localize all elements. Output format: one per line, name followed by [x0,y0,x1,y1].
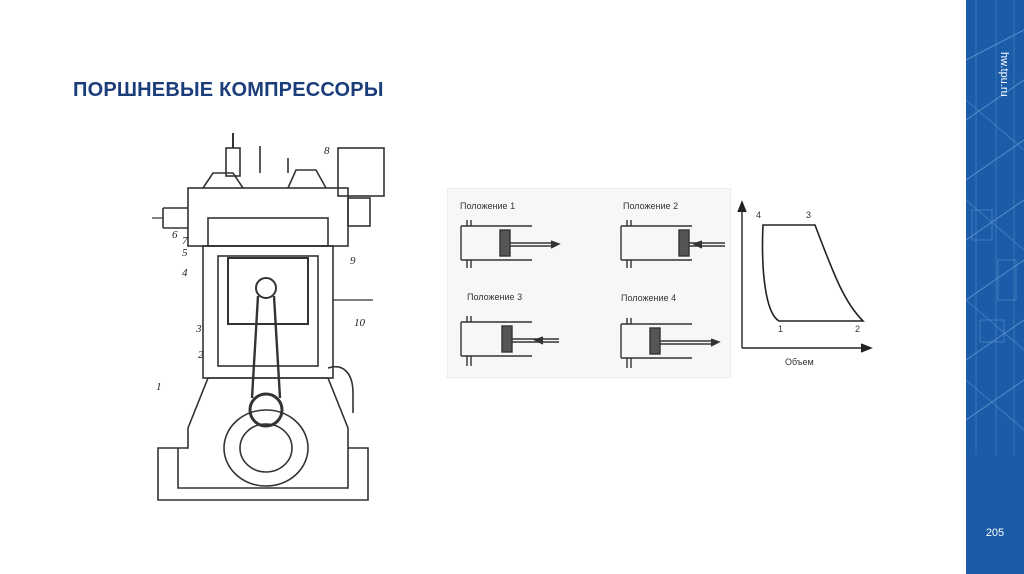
position-label-1: Положение 1 [460,201,515,211]
sidebar [966,0,1024,574]
part-label-9: 9 [350,255,356,267]
pv-point-3: 3 [806,210,811,220]
page-title: ПОРШНЕВЫЕ КОМПРЕССОРЫ [73,79,384,101]
site-url: hw.tpu.ru [998,52,1010,97]
position-label-4: Положение 4 [621,293,676,303]
part-label-4: 4 [182,267,188,279]
pv-x-axis-label: Объем [785,357,814,367]
part-label-1: 1 [156,381,162,393]
piston-positions-figure: Положение 1 Положение 2 Положение 3 Поло… [447,188,731,378]
pv-point-1: 1 [778,324,783,334]
part-label-7: 7 [182,235,188,247]
part-label-5: 5 [182,247,188,259]
compressor-drawing: 1 2 3 4 5 6 7 8 9 10 [152,133,385,501]
part-label-6: 6 [172,229,178,241]
position-label-2: Положение 2 [623,201,678,211]
pv-point-4: 4 [756,210,761,220]
sidebar-lower [966,455,1024,574]
part-label-8: 8 [324,145,330,157]
part-label-3: 3 [195,323,202,335]
part-label-10: 10 [354,317,366,329]
page-number: 205 [985,527,1005,539]
pv-point-2: 2 [855,324,860,334]
position-label-3: Положение 3 [467,292,522,302]
part-label-2: 2 [198,349,204,361]
sidebar-pattern [966,0,1024,455]
pv-diagram: 4 3 1 2 Объем [737,200,873,367]
